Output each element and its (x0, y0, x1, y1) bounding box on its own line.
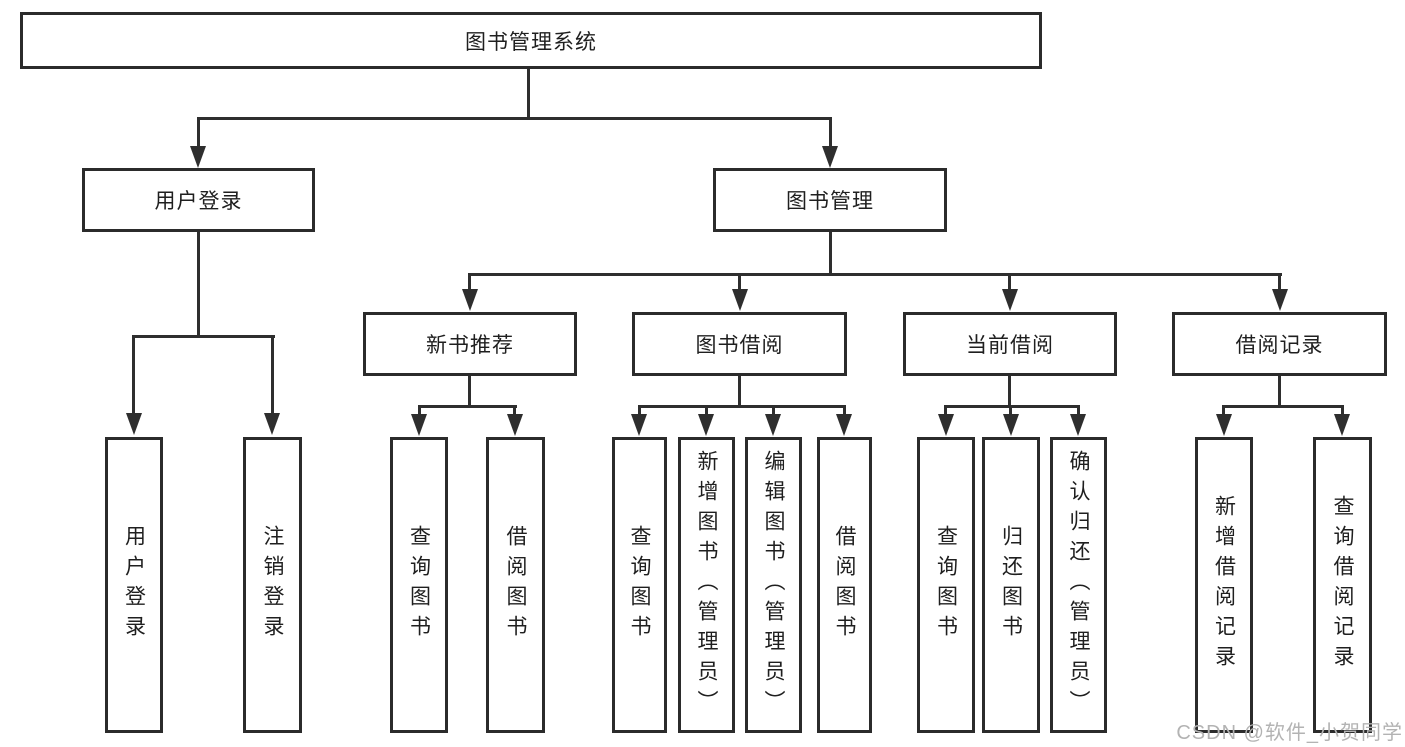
node-label: 图书借阅 (695, 334, 784, 357)
connector-line (738, 375, 741, 408)
connector-line (132, 335, 275, 338)
arrowhead-down-icon (1002, 289, 1018, 311)
node-borrowing-records: 借阅记录 (1172, 312, 1387, 376)
arrowhead-down-icon (1003, 414, 1019, 436)
node-label: 借阅图书 (833, 525, 856, 645)
arrowhead-down-icon (411, 414, 427, 436)
leaf-query-books-borrowing: 查询图书 (612, 437, 667, 733)
node-label: 查询图书 (407, 525, 431, 645)
arrowhead-down-icon (765, 414, 781, 436)
node-label: 借阅图书 (504, 525, 527, 645)
arrowhead-down-icon (1272, 289, 1288, 311)
connector-line (469, 273, 1282, 276)
node-library-management-system: 图书管理系统 (20, 12, 1042, 69)
node-new-book-recommendation: 新书推荐 (363, 312, 577, 376)
arrowhead-down-icon (190, 146, 206, 168)
connector-line (1341, 405, 1344, 418)
connector-line (829, 232, 832, 276)
leaf-add-books-admin: 新增图书（管理员） (678, 437, 735, 733)
node-label: 用户登录 (154, 190, 243, 213)
leaf-borrow-books-borrowing: 借阅图书 (817, 437, 872, 733)
node-label: 图书管理 (786, 190, 874, 213)
connector-line (197, 117, 200, 148)
node-label: 归还图书 (999, 525, 1023, 645)
arrowhead-down-icon (698, 414, 714, 436)
leaf-edit-books-admin: 编辑图书（管理员） (745, 437, 802, 733)
arrowhead-down-icon (732, 289, 748, 311)
arrowhead-down-icon (1070, 414, 1086, 436)
node-book-borrowing: 图书借阅 (632, 312, 847, 376)
node-label: 当前借阅 (966, 334, 1054, 357)
leaf-add-borrow-record: 新增借阅记录 (1195, 437, 1253, 733)
node-label: 新书推荐 (426, 334, 514, 357)
leaf-logout: 注销登录 (243, 437, 302, 733)
connector-line (513, 405, 516, 418)
leaf-user-login: 用户登录 (105, 437, 163, 733)
connector-line (1008, 375, 1011, 408)
connector-line (843, 405, 846, 418)
node-book-management: 图书管理 (713, 168, 947, 232)
node-label: 新增借阅记录 (1212, 495, 1236, 675)
leaf-query-books-current: 查询图书 (917, 437, 975, 733)
connector-line (705, 405, 708, 418)
node-label: 用户登录 (122, 525, 146, 645)
node-label: 借阅记录 (1235, 334, 1324, 357)
connector-line (468, 375, 471, 408)
node-label: 查询借阅记录 (1331, 495, 1354, 675)
arrowhead-down-icon (462, 289, 478, 311)
node-label: 确认归还（管理员） (1067, 450, 1090, 720)
arrowhead-down-icon (1216, 414, 1232, 436)
connector-line (944, 405, 947, 418)
connector-line (132, 335, 135, 415)
leaf-return-books: 归还图书 (982, 437, 1040, 733)
connector-line (197, 231, 200, 337)
arrowhead-down-icon (507, 414, 523, 436)
node-label: 查询图书 (628, 525, 651, 645)
leaf-confirm-return-admin: 确认归还（管理员） (1050, 437, 1107, 733)
connector-line (1278, 273, 1281, 291)
arrowhead-down-icon (631, 414, 647, 436)
node-label: 新增图书（管理员） (695, 450, 718, 720)
connector-line (271, 335, 274, 415)
connector-line (944, 405, 1080, 408)
node-label: 图书管理系统 (465, 30, 597, 54)
connector-line (418, 405, 421, 418)
arrowhead-down-icon (938, 414, 954, 436)
connector-line (1278, 375, 1281, 408)
connector-line (772, 405, 775, 418)
connector-line (1222, 405, 1225, 418)
arrowhead-down-icon (264, 413, 280, 435)
connector-line (197, 117, 832, 120)
leaf-query-borrow-record: 查询借阅记录 (1313, 437, 1372, 733)
connector-line (527, 68, 530, 120)
connector-line (1077, 405, 1080, 418)
node-user-login: 用户登录 (82, 168, 315, 232)
connector-line (638, 405, 846, 408)
leaf-borrow-books-recommend: 借阅图书 (486, 437, 545, 733)
node-label: 查询图书 (934, 525, 958, 645)
connector-line (638, 405, 641, 418)
connector-line (829, 117, 832, 148)
arrowhead-down-icon (1334, 414, 1350, 436)
arrowhead-down-icon (836, 414, 852, 436)
arrowhead-down-icon (822, 146, 838, 168)
csdn-watermark: CSDN @软件_小贺同学 (1176, 722, 1403, 744)
connector-line (468, 273, 471, 291)
connector-line (738, 273, 741, 291)
node-label: 注销登录 (261, 525, 284, 645)
connector-line (1009, 405, 1012, 418)
connector-line (418, 405, 517, 408)
node-label: 编辑图书（管理员） (762, 450, 785, 720)
node-current-borrowing: 当前借阅 (903, 312, 1117, 376)
connector-line (1008, 273, 1011, 291)
arrowhead-down-icon (126, 413, 142, 435)
connector-line (1222, 405, 1344, 408)
leaf-query-books-recommend: 查询图书 (390, 437, 448, 733)
